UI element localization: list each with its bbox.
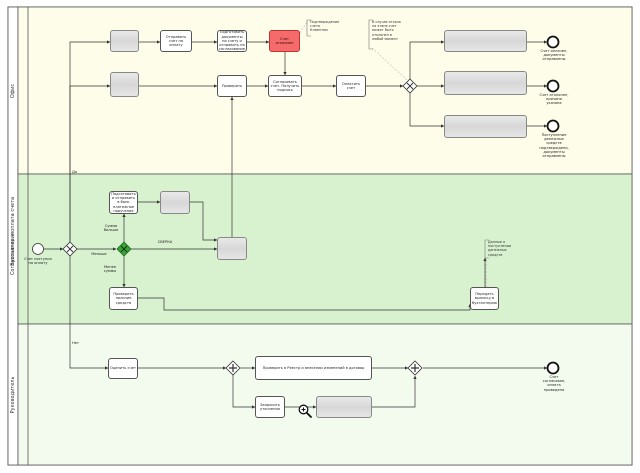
task-blurred[interactable] (160, 191, 190, 214)
annotation-bracket (306, 19, 311, 37)
end-event-label: Счет оплачен, документы отправлены (540, 49, 568, 62)
start-event[interactable] (32, 243, 44, 255)
lane-bottom (17, 323, 633, 466)
annotation-bracket (368, 19, 373, 50)
flow-label: Меньше (91, 252, 107, 256)
end-event[interactable] (546, 35, 560, 49)
flow-label: СВЕРКА (157, 240, 173, 244)
lane-header-bottom (17, 323, 29, 466)
task-check-funds[interactable]: Проверить наличие средств (109, 287, 138, 310)
flow (190, 201, 218, 242)
task-blurred[interactable] (110, 30, 139, 52)
task-blurred[interactable] (316, 396, 372, 418)
task-check[interactable]: Проверить (217, 75, 247, 97)
gateway-exclusive-top[interactable] (402, 78, 418, 94)
task-blurred[interactable] (444, 30, 527, 52)
flow-label: Да (72, 170, 78, 174)
flow (69, 84, 111, 242)
lane-label-middle: Бухгалтерия (10, 232, 16, 266)
annotation-text: Подтверждение счета Клиентом (310, 20, 340, 33)
flow-label: Сумма больше (103, 224, 119, 233)
end-event-label: Счет отклонен, причина указана (539, 93, 569, 106)
task-send-invoice[interactable]: Отправить счет на оплату (160, 30, 192, 52)
task-request-clarification[interactable]: Запросить уточнения (255, 396, 285, 418)
task-prepare-documents[interactable]: Подготовить документы по счету и отправи… (217, 30, 247, 52)
task-pay-invoice[interactable]: Оплатить счет (336, 75, 366, 97)
task-payment-order[interactable]: Подготовить и отправить в банк платежное… (109, 191, 138, 214)
lane-header-middle (17, 173, 29, 325)
flow (409, 40, 445, 79)
task-blurred[interactable] (110, 72, 139, 97)
gateway-exclusive-main[interactable] (62, 241, 78, 257)
gateway-exclusive-green[interactable] (116, 241, 132, 257)
flow-label: Нет (72, 341, 80, 345)
end-event-label: Поступление денежных средств подтвержден… (539, 133, 569, 159)
task-invoice-rejected[interactable]: Счет отклонен (269, 30, 300, 52)
annotation-bracket (484, 239, 489, 259)
flow (232, 375, 256, 409)
gateway-parallel-split[interactable] (225, 360, 241, 376)
task-blurred[interactable] (217, 237, 247, 260)
end-event-label: Счет согласован, оплата проведена (542, 375, 566, 392)
association (371, 47, 408, 81)
task-transfer-statement[interactable]: Передать выписку в бухгалтерию (470, 287, 499, 310)
association (299, 21, 308, 34)
task-blurred[interactable] (444, 71, 527, 95)
task-approve-invoice[interactable]: Согласовать счет. Получить подпись (268, 75, 302, 97)
task-evaluate-invoice[interactable]: Оценить счет (108, 358, 138, 379)
annotation-text: В случае отказа на этапе счет может быть… (372, 20, 401, 41)
annotation-text: Данные о поступлении денежных средств (488, 240, 512, 257)
lane-header-top (17, 6, 29, 175)
flow (409, 93, 445, 128)
lane-label-bottom: Руководитель (10, 376, 16, 414)
end-event[interactable] (546, 119, 560, 133)
lane-label-top: Офис (10, 83, 16, 99)
task-check-registry[interactable]: Проверить в Реестр и внесении изменений … (255, 356, 372, 380)
flow-label: Менее суммы (103, 265, 117, 274)
gateway-parallel-join[interactable] (407, 360, 423, 376)
start-event-label: Счет поступил на оплату (24, 257, 52, 266)
end-event[interactable] (546, 361, 560, 375)
end-event[interactable] (546, 79, 560, 93)
flow (372, 375, 417, 408)
flow (69, 256, 109, 370)
task-blurred[interactable] (444, 115, 527, 138)
zoom-in-icon[interactable] (298, 404, 312, 418)
